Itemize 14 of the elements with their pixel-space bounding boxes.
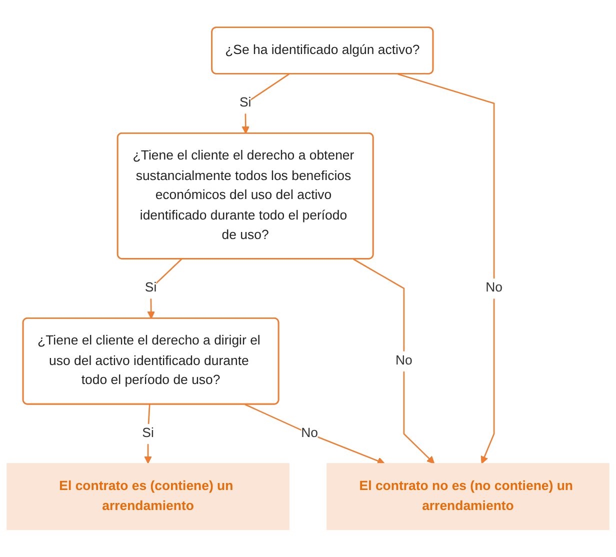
edge-label: Si bbox=[144, 280, 157, 296]
arrow bbox=[144, 404, 152, 464]
arrow bbox=[147, 258, 182, 319]
arrow bbox=[242, 74, 290, 134]
arrow bbox=[353, 258, 435, 464]
arrow bbox=[398, 73, 495, 464]
arrow bbox=[244, 404, 385, 465]
node-box: El contrato no es (no contiene) un arrendamiento bbox=[326, 463, 610, 530]
edge-label: Si bbox=[239, 95, 252, 110]
edge-label: No bbox=[395, 352, 412, 368]
node-box: El contrato es (contiene) un arrendamiento bbox=[6, 463, 290, 530]
edge-label: No bbox=[301, 426, 318, 441]
edge-label: Si bbox=[142, 426, 154, 441]
edge-label: No bbox=[486, 280, 503, 296]
